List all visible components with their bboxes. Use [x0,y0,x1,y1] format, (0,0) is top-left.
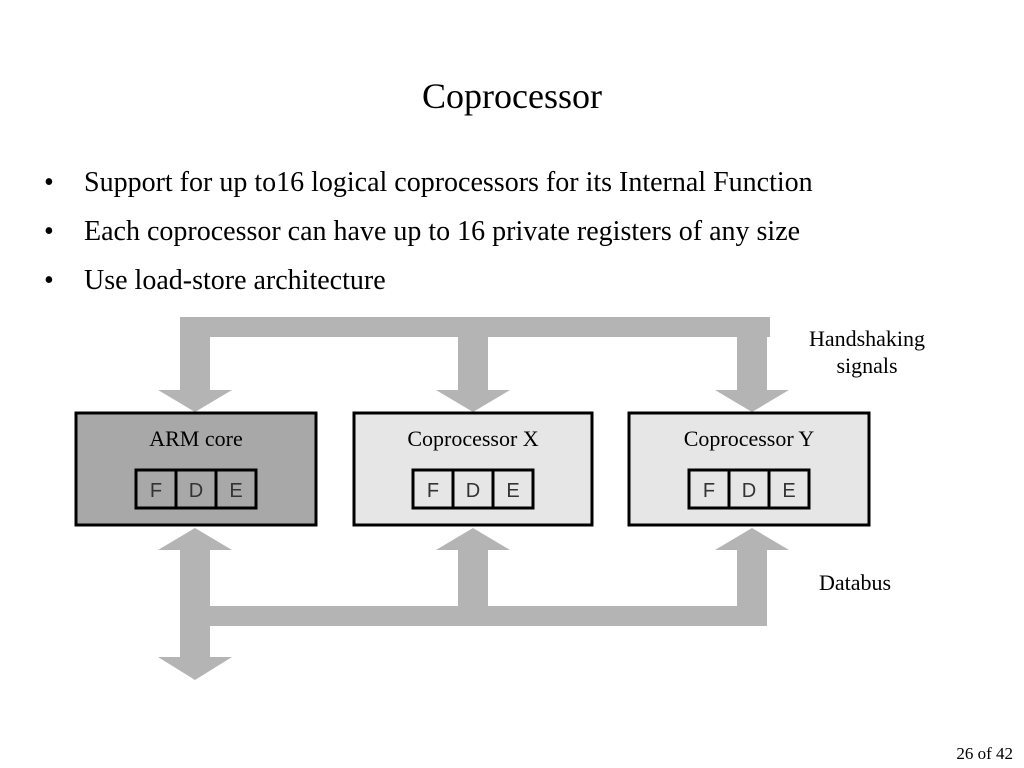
pipeline-stage-box [174,468,218,510]
bullet-marker: • [44,167,54,198]
databus-arrow-arm-up [158,528,232,550]
arm-core-unit: ARM core F D E [74,411,318,527]
pipeline-stage-d: D [189,480,203,502]
pipeline-stage-d: D [742,480,756,502]
coprocessor-y-label: Coprocessor Y [684,426,815,451]
handshaking-label-line1: Handshaking [809,326,925,351]
arm-core-label: ARM core [149,426,242,451]
bullet-text: Support for up to16 logical coprocessors… [84,167,813,198]
databus-arrow-arm-down [158,657,232,680]
bullet-marker: • [44,265,54,296]
arm-core-box [74,411,318,527]
pipeline-stage-box [727,468,771,510]
pipeline-stage-d: D [466,480,480,502]
pipeline-stage-e: E [506,480,519,502]
databus-riser-arm [180,550,210,657]
pipeline-stage-f: F [150,480,162,502]
pipeline-stage-f: F [427,480,439,502]
pipeline-stage-box [451,468,495,510]
pipeline-stage-f: F [703,480,715,502]
databus [158,528,789,680]
bullet-item: • Use load-store architecture [44,256,813,305]
handshaking-drop-y [737,317,767,390]
bullet-text: Each coprocessor can have up to 16 priva… [84,216,801,247]
pipeline-stage-e: E [782,480,795,502]
databus-bar [180,606,767,626]
bullet-marker: • [44,216,54,247]
handshaking-drop-x [458,317,488,390]
page-number: 26 of 42 [956,744,1013,763]
coprocessor-x-label: Coprocessor X [407,426,538,451]
handshaking-arrow-arm [158,390,232,412]
coprocessor-y-unit: Coprocessor Y F D E [627,411,871,527]
handshaking-bus [158,317,789,412]
pipeline-stage-box [491,468,535,510]
pipeline-stage-e: E [229,480,242,502]
bullet-text: Use load-store architecture [84,265,386,296]
handshaking-arrow-x [436,390,510,412]
databus-label: Databus [819,570,891,595]
bullet-item: • Support for up to16 logical coprocessor… [44,158,813,207]
pipeline-stage-box [214,468,258,510]
bullet-item: • Each coprocessor can have up to 16 priv… [44,207,813,256]
bullet-list: • Support for up to16 logical coprocessor… [44,158,813,305]
coprocessor-y-pipeline: F D E [687,468,811,510]
slide-title: Coprocessor [422,76,602,116]
databus-arrow-y-up [715,528,789,550]
arm-core-pipeline: F D E [134,468,258,510]
databus-arrow-x-up [436,528,510,550]
handshaking-label-line2: signals [836,353,897,378]
handshaking-arrow-y [715,390,789,412]
pipeline-stage-box [767,468,811,510]
coprocessor-x-pipeline: F D E [411,468,535,510]
coprocessor-x-unit: Coprocessor X F D E [352,411,594,527]
handshaking-drop-arm [180,317,210,390]
